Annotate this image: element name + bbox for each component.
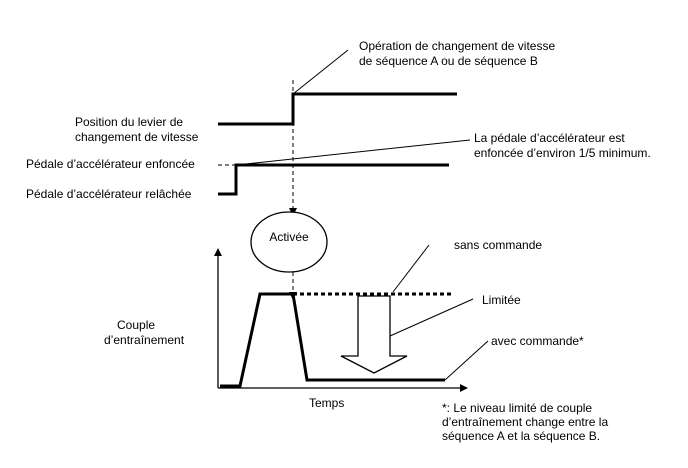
- without-control-leader: [392, 244, 430, 293]
- footnote-line3: séquence A et la séquence B.: [442, 429, 601, 443]
- with-control-leader: [444, 340, 489, 381]
- time-axis-label: Temps: [309, 396, 345, 410]
- footnote-line1: *: Le niveau limité de couple: [442, 401, 593, 415]
- operation-leader: [292, 49, 349, 95]
- pedal-released-label: Pédale d’accélérateur relâchée: [26, 187, 192, 201]
- pedal-note-leader: [235, 139, 471, 166]
- operation-label-line2: de séquence A ou de séquence B: [359, 54, 538, 68]
- torque-curve-with-control: [220, 292, 445, 388]
- pedal-note-line2: enfoncée d’environ 1/5 minimum.: [474, 146, 651, 160]
- torque-label-line2: d’entraînement: [104, 333, 185, 347]
- pedal-pressed-label: Pédale d’accélérateur enfoncée: [26, 157, 195, 171]
- limited-leader: [389, 298, 474, 337]
- limitation-arrow: [340, 295, 408, 374]
- limited-label: Limitée: [482, 293, 521, 307]
- footnote-line2: d’entraînement change entre la: [442, 415, 609, 429]
- lever-label-line1: Position du levier de: [75, 115, 184, 129]
- without-control-label: sans commande: [454, 238, 543, 252]
- pedal-signal: [218, 163, 449, 196]
- with-control-label: avec commande*: [491, 334, 584, 348]
- activated-label: Activée: [269, 230, 309, 244]
- activated-ellipse: [250, 211, 328, 273]
- lever-label-line2: changement de vitesse: [75, 130, 199, 144]
- operation-label-line1: Opération de changement de vitesse: [359, 39, 556, 53]
- pedal-note-line1: La pédale d’accélérateur est: [474, 131, 625, 145]
- torque-label-line1: Couple: [117, 318, 156, 332]
- lever-position-signal: [218, 92, 457, 126]
